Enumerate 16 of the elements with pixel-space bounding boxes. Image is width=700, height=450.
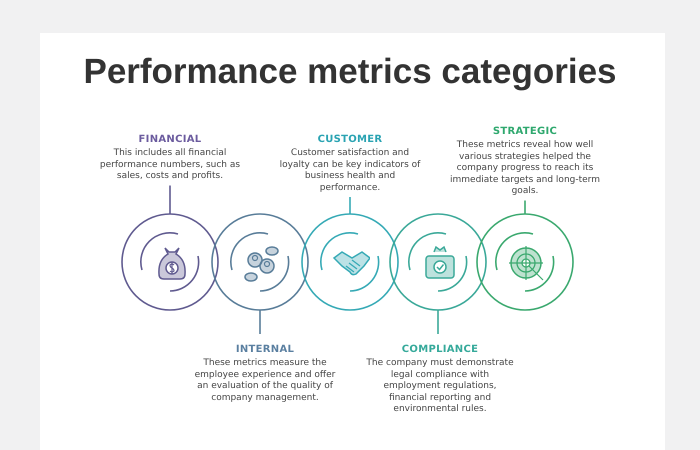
category-heading: INTERNAL: [236, 344, 294, 355]
description-text: Customer satisfaction and loyalty can be key indicators of business health and performance.: [278, 148, 422, 194]
category-heading: COMPLIANCE: [402, 344, 478, 355]
description-text: These metrics reveal how well various strategies helped the company progress to reach its immediate targets and long-term goals.: [450, 140, 600, 198]
title: Performance metrics categories: [82, 52, 618, 92]
leader-line: [437, 310, 439, 334]
leader-line: [524, 200, 526, 214]
category-heading: FINANCIAL: [138, 134, 202, 145]
category-heading: CUSTOMER: [318, 134, 382, 145]
leader-line: [349, 197, 351, 214]
leader-line: [259, 310, 261, 334]
description-text: These metrics measure the employee experience and offer an evaluation of the quality of company management.: [194, 358, 336, 404]
description-text: The company must demonstrate legal compliance with employment regulations, financial reporting and environmental rules.: [365, 358, 515, 416]
description-text: This includes all financial performance numbers, such as sales, costs and profits.: [98, 148, 242, 182]
leader-line: [169, 186, 171, 214]
category-heading: STRATEGIC: [492, 126, 558, 137]
